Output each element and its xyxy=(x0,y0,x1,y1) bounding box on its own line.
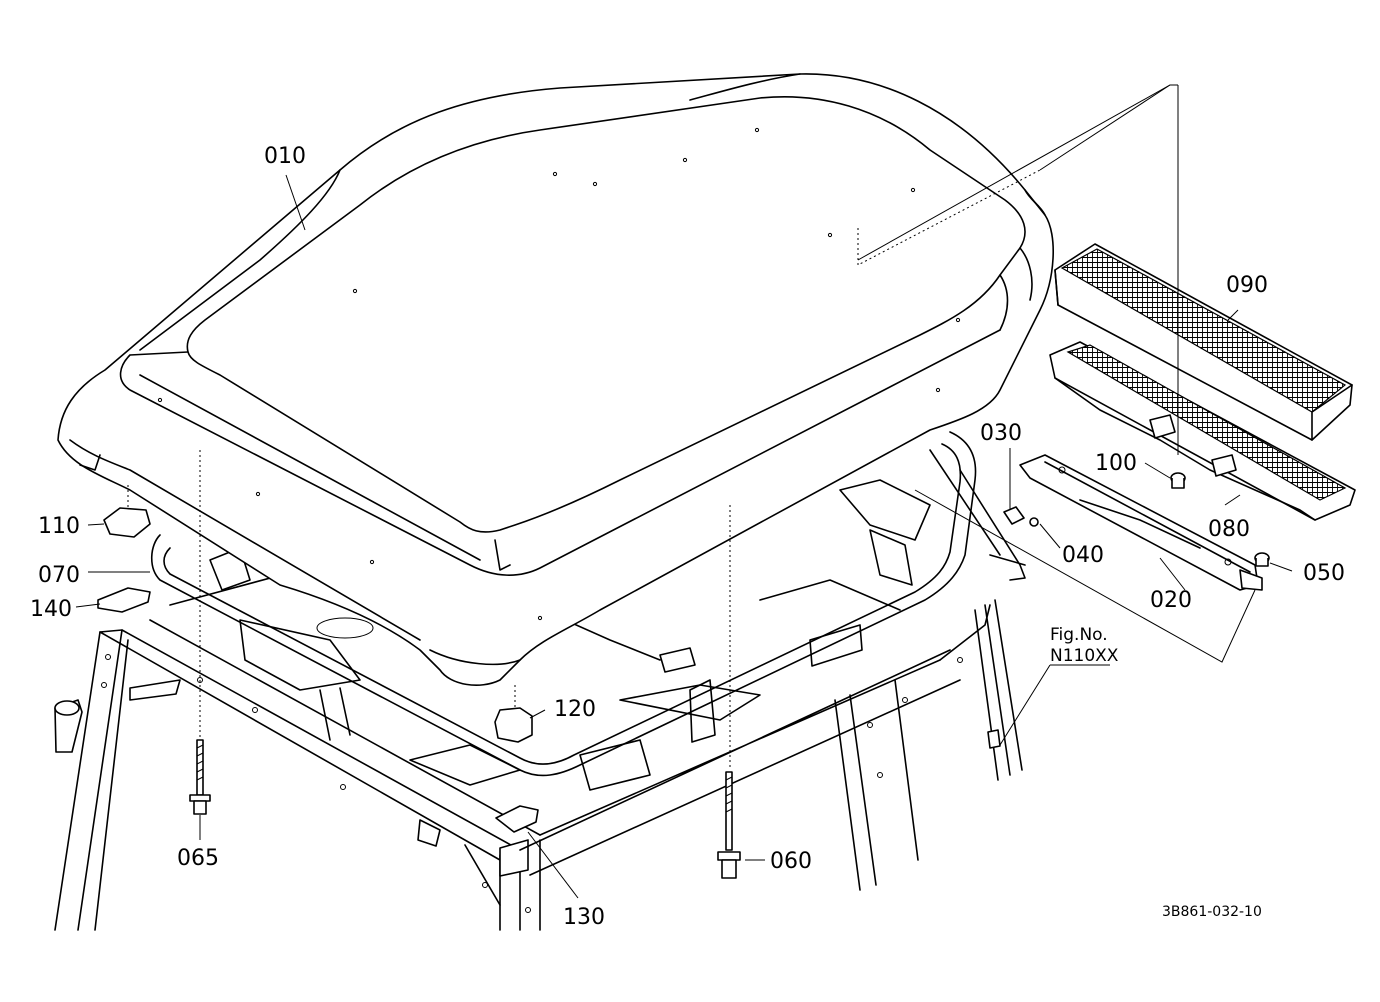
label-140: 140 xyxy=(30,597,72,622)
label-020: 020 xyxy=(1150,588,1192,613)
figure-ref-line2: N110XX xyxy=(1050,646,1119,666)
air-filter-090 xyxy=(1054,243,1353,441)
label-090: 090 xyxy=(1226,273,1268,298)
figure-ref-line1: Fig.No. xyxy=(1050,625,1108,645)
leader-lines xyxy=(75,84,1293,899)
label-070: 070 xyxy=(38,563,80,588)
label-040: 040 xyxy=(1062,543,1104,568)
label-065: 065 xyxy=(177,846,219,871)
bracket-020 xyxy=(1019,454,1263,591)
label-060: 060 xyxy=(770,849,812,874)
label-010: 010 xyxy=(264,144,306,169)
roof-shell-010 xyxy=(57,73,1054,686)
drawing-code: 3B861-032-10 xyxy=(1162,904,1262,920)
frame-holes xyxy=(101,654,963,913)
roof-seal-070 xyxy=(150,431,977,777)
part-labels: 010 090 030 100 080 110 040 050 070 020 … xyxy=(30,144,1345,930)
assembly-dashed-lines xyxy=(127,169,1041,770)
cab-frame xyxy=(54,449,1026,931)
label-120: 120 xyxy=(554,697,596,722)
label-080: 080 xyxy=(1208,517,1250,542)
filter-cover-080 xyxy=(1049,341,1356,521)
label-100: 100 xyxy=(1095,451,1137,476)
label-130: 130 xyxy=(563,905,605,930)
shell-mounting-dots xyxy=(157,127,961,621)
label-050: 050 xyxy=(1303,561,1345,586)
small-parts xyxy=(97,472,1270,879)
label-030: 030 xyxy=(980,421,1022,446)
label-110: 110 xyxy=(38,514,80,539)
